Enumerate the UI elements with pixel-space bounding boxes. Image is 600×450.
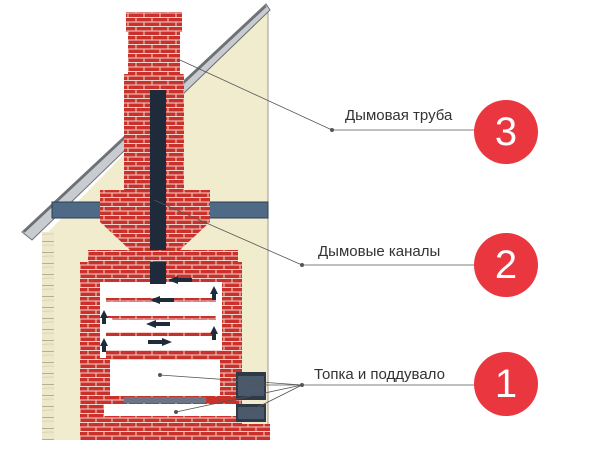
smoke-arrow-icon	[150, 296, 174, 304]
smoke-arrow-icon	[100, 338, 108, 352]
badge-number-3: 3	[474, 100, 538, 164]
smoke-arrow-icon	[168, 276, 192, 284]
smoke-arrow-icon	[210, 326, 218, 340]
chimney	[100, 12, 210, 252]
leader-lines	[153, 59, 478, 414]
smoke-arrow-icon	[210, 286, 218, 300]
smoke-arrow-icon	[148, 338, 172, 346]
smoke-arrows	[100, 276, 218, 352]
badge-number-1: 1	[474, 352, 538, 416]
smoke-arrow-icon	[146, 320, 170, 328]
label-firebox: Топка и поддувало	[314, 366, 445, 383]
badge-number-2: 2	[474, 233, 538, 297]
smoke-arrow-icon	[100, 310, 108, 324]
label-smoke-channels: Дымовые каналы	[318, 243, 441, 260]
label-chimney: Дымовая труба	[345, 107, 453, 124]
